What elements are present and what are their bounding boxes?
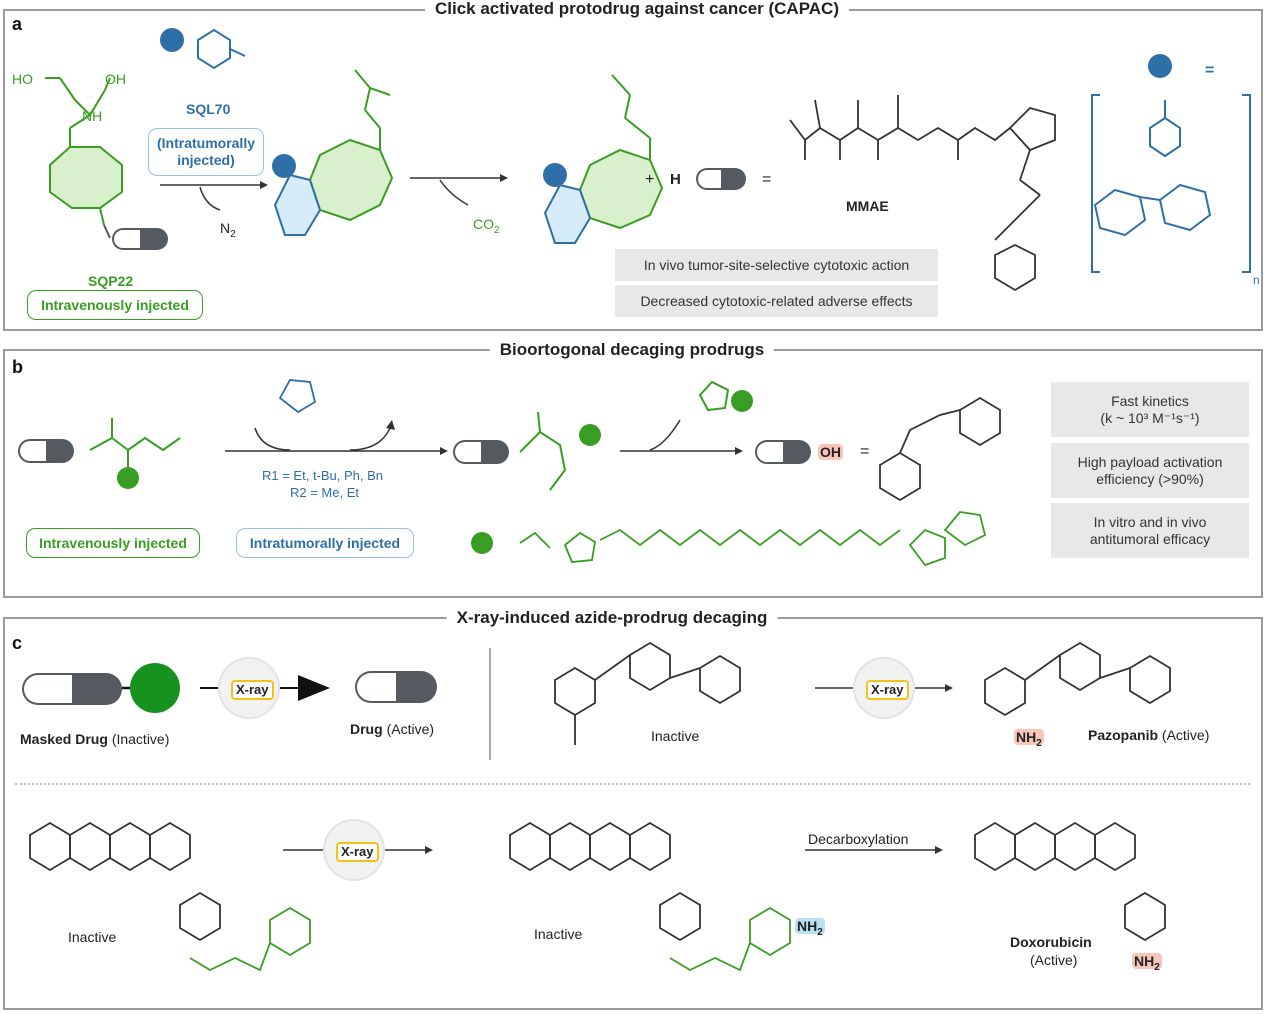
n2-byproduct: N2 xyxy=(220,220,236,240)
xray-badge-1: X-ray xyxy=(231,680,274,700)
pazopanib-nh2: NH2 xyxy=(1014,729,1044,749)
drug-oh-capsule xyxy=(755,440,811,464)
panel-a-structures: = xyxy=(45,28,1251,292)
panel-a-title: Click activated protodrug against cancer… xyxy=(425,0,849,19)
doxorubicin-label: Doxorubicin xyxy=(1010,934,1092,950)
panel-c-label: c xyxy=(12,633,23,653)
co2-byproduct: CO2 xyxy=(473,216,500,236)
prodrug-b-capsule xyxy=(18,439,74,463)
dox-amine-nh2: NH2 xyxy=(795,918,825,938)
sqp22-nh: NH xyxy=(82,108,103,124)
panel-b-label: b xyxy=(12,357,23,377)
reagent-b-intratumoral-pill: Intratumorally injected xyxy=(236,528,414,558)
pazopanib-inactive-label: Inactive xyxy=(651,728,700,744)
drug-label: Drug (Active) xyxy=(350,721,435,737)
condition-r2: R2 = Me, Et xyxy=(290,485,359,500)
svg-text:=: = xyxy=(1205,62,1214,79)
xray-badge-2: X-ray xyxy=(866,680,909,700)
panel-a-box-1: In vivo tumor-site-selective cytotoxic a… xyxy=(615,249,938,281)
pazopanib-label: Pazopanib (Active) xyxy=(1088,727,1210,743)
polymer-n: n xyxy=(1253,273,1260,287)
dox-inactive-label-2: Inactive xyxy=(534,926,583,942)
condition-r1: R1 = Et, t-Bu, Ph, Bn xyxy=(262,468,384,483)
sql70-intratumoral-pill: (Intratumorally injected) xyxy=(148,128,264,176)
intermediate-b-capsule xyxy=(453,440,509,464)
masked-drug-label: Masked Drug (Inactive) xyxy=(20,731,170,747)
panel-b-box-1: Fast kinetics(k ~ 10³ M⁻¹s⁻¹) xyxy=(1051,382,1249,437)
xray-badge-3: X-ray xyxy=(336,842,379,862)
panel-a-box-2: Decreased cytotoxic-related adverse effe… xyxy=(615,285,938,317)
h-drug-capsule xyxy=(696,168,746,190)
panel-b-title: Bioortogonal decaging prodrugs xyxy=(489,340,775,360)
equals-sign: = xyxy=(762,171,772,188)
sqp22-cooh: OH xyxy=(105,71,126,87)
drug-oh-equals: = xyxy=(860,443,870,460)
dox-inactive-label-1: Inactive xyxy=(68,929,117,945)
h-drug-h: H xyxy=(670,171,681,188)
sqp22-label: SQP22 xyxy=(88,273,134,289)
plus-sign: + xyxy=(645,171,655,188)
sqp22-hooc: HO xyxy=(12,71,33,87)
active-drug-capsule xyxy=(355,671,437,703)
decarboxylation-label: Decarboxylation xyxy=(808,831,909,847)
masked-drug-capsule xyxy=(22,673,122,705)
panel-c-divider xyxy=(15,783,1250,785)
sqp22-intravenous-pill: Intravenously injected xyxy=(27,290,203,320)
sqp22-drug-capsule xyxy=(112,228,168,250)
prodrug-b-intravenous-pill: Intravenously injected xyxy=(26,528,200,558)
drug-oh-label: OH xyxy=(818,444,843,460)
dox-final-nh2: NH2 xyxy=(1132,953,1162,973)
mmae-label: MMAE xyxy=(846,198,889,214)
panel-b-structures xyxy=(89,379,1001,567)
doxorubicin-state: (Active) xyxy=(1030,952,1078,968)
panel-a-label: a xyxy=(12,14,23,34)
sql70-label: SQL70 xyxy=(186,101,231,117)
panel-c-title: X-ray-induced azide-prodrug decaging xyxy=(446,608,778,628)
